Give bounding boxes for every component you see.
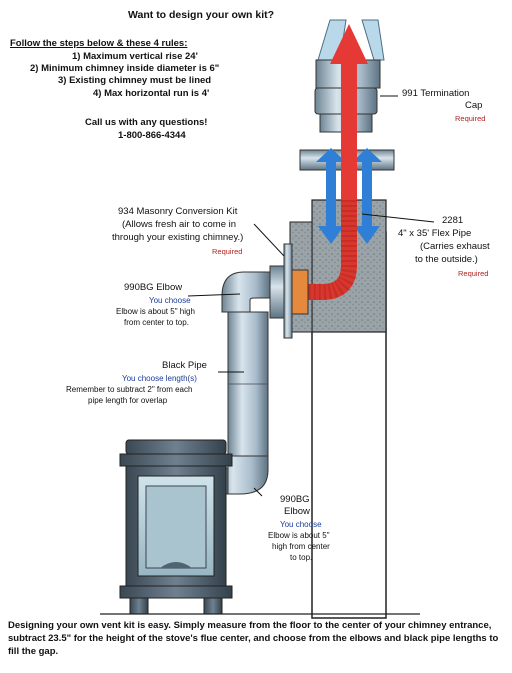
- elbow-bottom-choose: You choose: [280, 520, 322, 529]
- footer-instructions: Designing your own vent kit is easy. Sim…: [8, 620, 499, 657]
- termination-cap-line2: Cap: [465, 100, 483, 111]
- black-pipe-note2: pipe length for overlap: [88, 396, 168, 405]
- rule-3: 3) Existing chimney must be lined: [58, 75, 212, 86]
- rules-heading: Follow the steps below & these 4 rules:: [10, 38, 188, 49]
- elbow-bottom-title1: 990BG: [280, 494, 310, 505]
- flex-pipe-line1: 2281: [442, 215, 464, 226]
- rule-1: 1) Maximum vertical rise 24': [72, 51, 198, 62]
- page-title: Want to design your own kit?: [128, 9, 275, 21]
- elbow-top-note1: Elbow is about 5" high: [116, 307, 195, 316]
- elbow-top-note2: from center to top.: [124, 318, 189, 327]
- black-pipe-title: Black Pipe: [162, 360, 207, 371]
- required-tag: Required: [458, 269, 489, 278]
- phone-number: 1-800-866-4344: [118, 130, 186, 141]
- leader-lines: [187, 95, 435, 497]
- flex-pipe-line2: 4" x 35' Flex Pipe: [398, 228, 472, 239]
- elbow-top-choose: You choose: [149, 296, 191, 305]
- rule-4: 4) Max horizontal run is 4': [93, 88, 210, 99]
- call-line: Call us with any questions!: [85, 117, 208, 128]
- exhaust-arrow: [292, 24, 368, 300]
- rule-2: 2) Minimum chimney inside diameter is 6": [30, 63, 220, 74]
- required-tag: Required: [212, 247, 243, 256]
- black-pipe-note1: Remember to subtract 2" from each: [66, 385, 193, 394]
- flex-pipe-line4: to the outside.): [415, 254, 478, 265]
- elbow-top-title: 990BG Elbow: [124, 282, 183, 293]
- required-tag: Required: [455, 114, 486, 123]
- flex-pipe-line3: (Carries exhaust: [420, 241, 490, 252]
- masonry-kit-plate: [269, 243, 309, 339]
- masonry-kit-line2: (Allows fresh air to come in: [122, 219, 237, 230]
- termination-cap-line1: 991 Termination: [402, 88, 470, 99]
- elbow-bottom-note3: to top.: [290, 553, 313, 562]
- fresh-air-arrows: [316, 148, 382, 244]
- elbow-bottom-title2: Elbow: [284, 506, 310, 517]
- elbow-bottom-note1: Elbow is about 5": [268, 531, 330, 540]
- elbow-bottom-note2: high from center: [272, 542, 330, 551]
- masonry-kit-line3: through your existing chimney.): [112, 232, 244, 243]
- black-pipe-choose: You choose length(s): [122, 374, 197, 383]
- masonry-kit-line1: 934 Masonry Conversion Kit: [118, 206, 238, 217]
- stove: [119, 439, 233, 615]
